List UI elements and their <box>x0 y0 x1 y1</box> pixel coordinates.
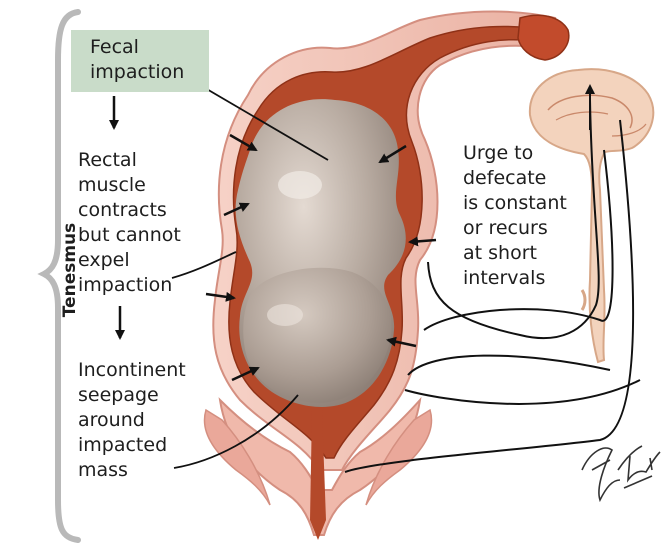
incontinent-seepage-label: Incontinent seepage around impacted mass <box>78 358 186 483</box>
artist-signature <box>582 446 660 500</box>
anal-canal <box>204 400 431 540</box>
urge-to-defecate-label: Urge to defecate is constant or recurs a… <box>463 141 567 291</box>
tenesmus-label: Tenesmus <box>60 215 82 325</box>
fecal-mass <box>236 99 406 407</box>
rectal-muscle-label: Rectal muscle contracts but cannot expel… <box>78 148 181 298</box>
fecal-impaction-label: Fecal impaction <box>90 35 184 85</box>
